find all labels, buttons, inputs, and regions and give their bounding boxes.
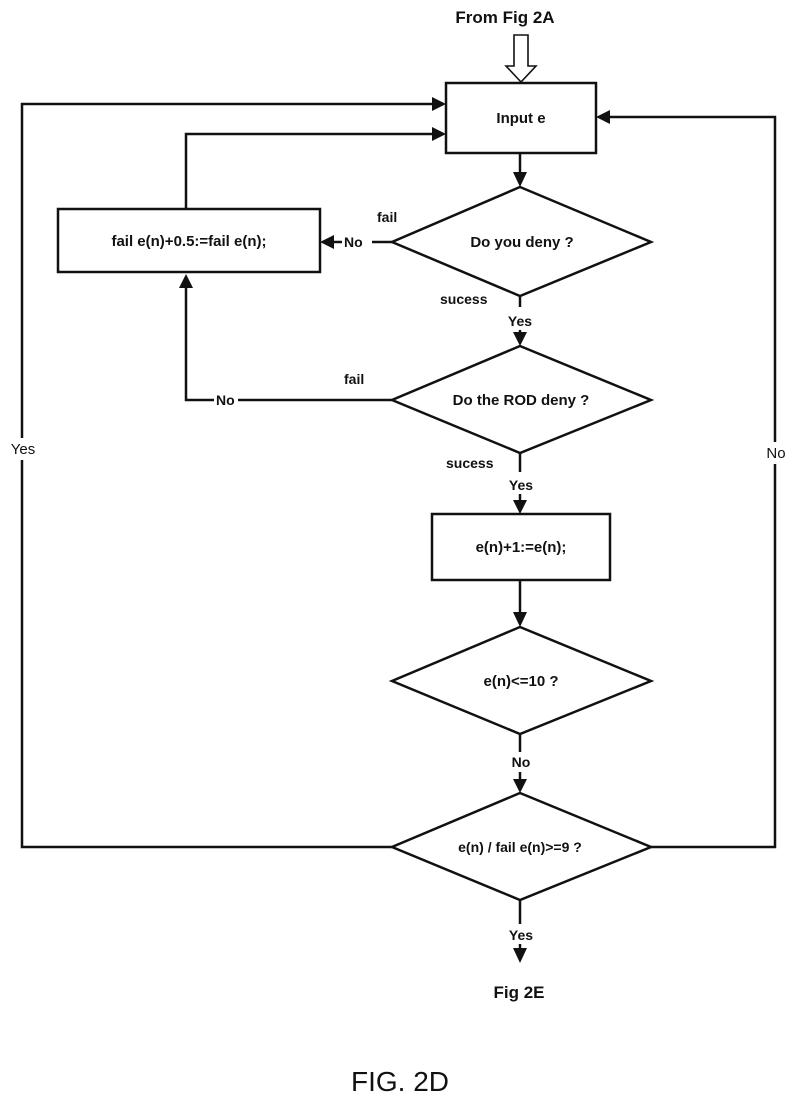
to-fig-label: Fig 2E: [493, 983, 544, 1002]
arrowhead-ratio-yes-down: [513, 948, 527, 963]
edge-ratio-yes-loop: [20, 102, 432, 849]
input-box: [444, 81, 598, 155]
edge-ratio-no-loop: [610, 115, 777, 849]
fail-update-box: [56, 207, 322, 274]
arrowhead-you-no: [320, 235, 334, 249]
entry-hollow-arrow: [504, 34, 538, 84]
arrowhead-you-yes: [513, 332, 527, 346]
label-you-yes: Yes: [508, 313, 532, 329]
increment-box: [430, 512, 612, 582]
label-rod-fail: fail: [344, 371, 364, 387]
arrowhead-fail-input: [432, 127, 446, 141]
input-box-label: Input e: [496, 110, 545, 127]
arrowhead-increment-le10: [513, 612, 527, 627]
label-you-success: sucess: [440, 291, 488, 307]
decision-rod-deny-label: Do the ROD deny ?: [453, 392, 590, 409]
fail-update-label: fail e(n)+0.5:=fail e(n);: [111, 233, 266, 250]
arrowhead-ratio-no-loop: [596, 110, 610, 124]
label-rod-success: sucess: [446, 455, 494, 471]
label-ratio-yes-left: Yes: [11, 441, 35, 458]
edge-fail-to-input: [184, 132, 432, 209]
label-rod-yes: Yes: [509, 477, 533, 493]
figure-caption: FIG. 2D: [351, 1066, 449, 1097]
arrowhead-rod-no: [179, 274, 193, 288]
label-le10-no: No: [512, 754, 531, 770]
label-ratio-yes-down: Yes: [509, 927, 533, 943]
increment-label: e(n)+1:=e(n);: [476, 539, 567, 556]
label-ratio-no-right: No: [766, 445, 785, 462]
label-rod-no: No: [216, 392, 235, 408]
from-fig-label: From Fig 2A: [455, 8, 554, 27]
decision-ratio-label: e(n) / fail e(n)>=9 ?: [458, 839, 582, 855]
label-bg-ratio-no-right: [761, 442, 791, 464]
arrowhead-ratio-yes-loop: [432, 97, 446, 111]
label-bg-ratio-yes-left: [6, 438, 40, 460]
label-you-fail: fail: [377, 209, 397, 225]
edge-rod-no-left: [184, 288, 214, 402]
arrowhead-le10-no: [513, 779, 527, 793]
label-you-no: No: [344, 234, 363, 250]
decision-you-deny-label: Do you deny ?: [470, 234, 573, 251]
arrowhead-input-deny: [513, 172, 527, 187]
arrowhead-rod-yes: [513, 500, 527, 514]
decision-le10-label: e(n)<=10 ?: [483, 673, 558, 690]
